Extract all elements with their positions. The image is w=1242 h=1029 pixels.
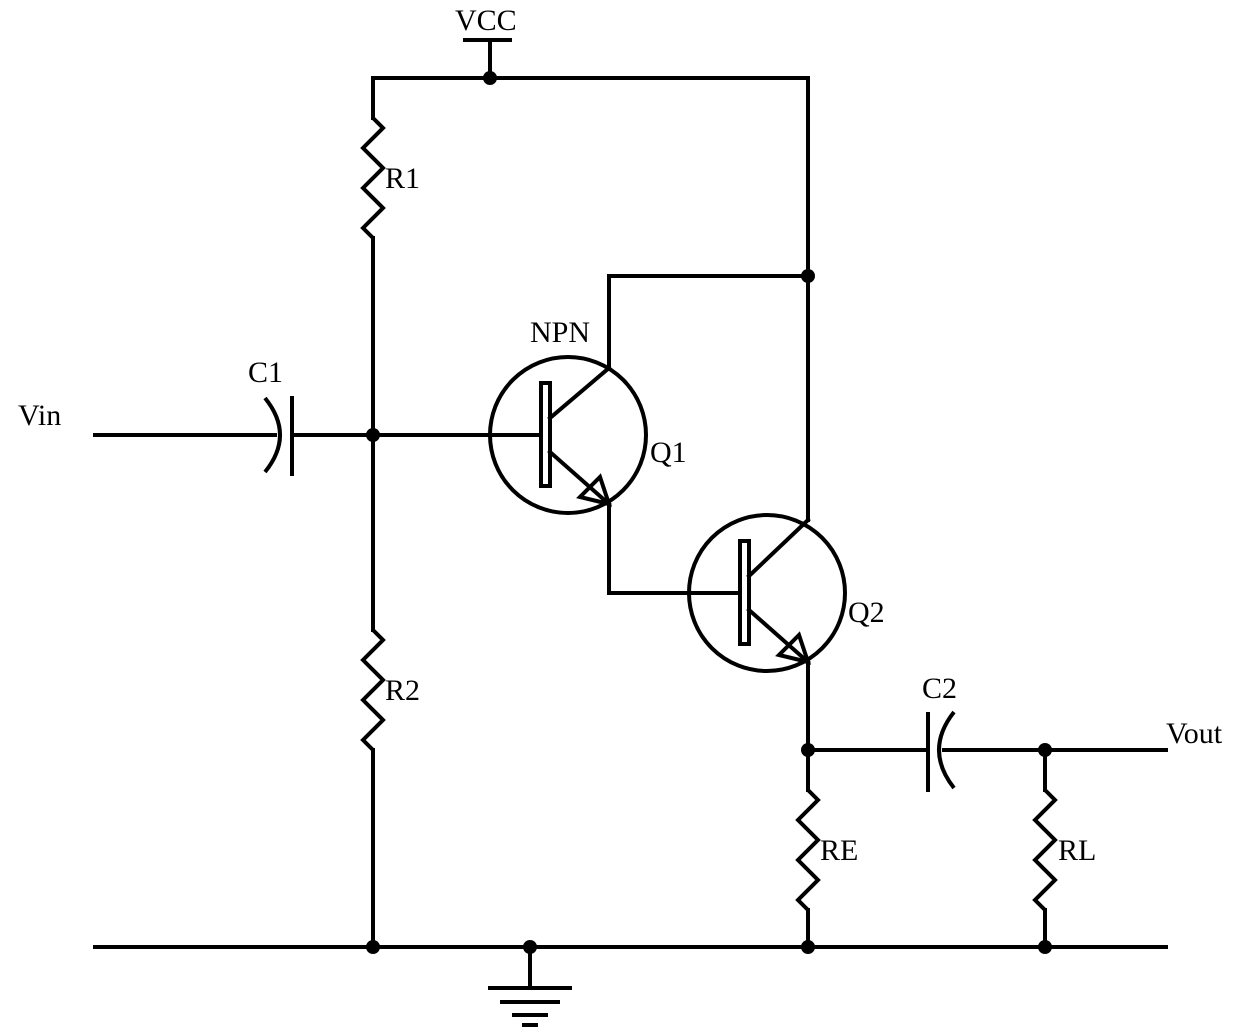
vcc-junction xyxy=(483,71,497,85)
q1-label: Q1 xyxy=(650,436,687,469)
vout-label: Vout xyxy=(1166,717,1223,750)
vcc-supply: VCC xyxy=(455,4,517,80)
resistor-r1: R1 xyxy=(360,76,420,632)
c2-curved-plate xyxy=(937,710,956,790)
output-section: C2 Vout xyxy=(801,660,1223,792)
npn-label: NPN xyxy=(530,316,590,349)
q2-collector xyxy=(746,517,811,579)
transistor-q2: Q2 xyxy=(687,513,885,673)
q1-collector xyxy=(547,365,612,421)
q2-emitter-arrow xyxy=(775,631,812,665)
c2-label: C2 xyxy=(922,672,957,705)
q2-label: Q2 xyxy=(848,596,885,629)
q1-to-q2-wiring xyxy=(607,502,742,595)
vcc-label: VCC xyxy=(455,4,517,37)
r1-label: R1 xyxy=(385,162,420,195)
q1-emitter xyxy=(547,449,612,507)
ground-junction-rl xyxy=(1038,940,1052,954)
resistor-rl: RL xyxy=(1032,748,1096,949)
c1-label: C1 xyxy=(248,356,283,389)
re-label: RE xyxy=(820,834,858,867)
resistor-re: RE xyxy=(795,788,858,949)
transistor-q1: NPN Q1 xyxy=(488,316,687,515)
r2-label: R2 xyxy=(385,674,420,707)
collector-wiring xyxy=(607,76,815,522)
vcc-rail xyxy=(371,71,810,85)
ground-junction-re xyxy=(801,940,815,954)
input-section: Vin C1 xyxy=(18,356,492,476)
ground-rail xyxy=(93,940,1168,954)
vin-label: Vin xyxy=(18,399,61,432)
q1-base-bar xyxy=(539,381,552,488)
c1-curved-plate xyxy=(263,396,282,474)
rl-label: RL xyxy=(1058,834,1096,867)
q1-emitter-arrow xyxy=(576,473,613,507)
ground-icon xyxy=(488,945,572,1027)
ground-junction-r2 xyxy=(366,940,380,954)
q2-base-bar xyxy=(738,539,751,646)
base-bias-junction xyxy=(366,428,380,442)
q2-emitter xyxy=(746,607,811,665)
collector-junction xyxy=(801,269,815,283)
resistor-r2: R2 xyxy=(360,628,420,949)
